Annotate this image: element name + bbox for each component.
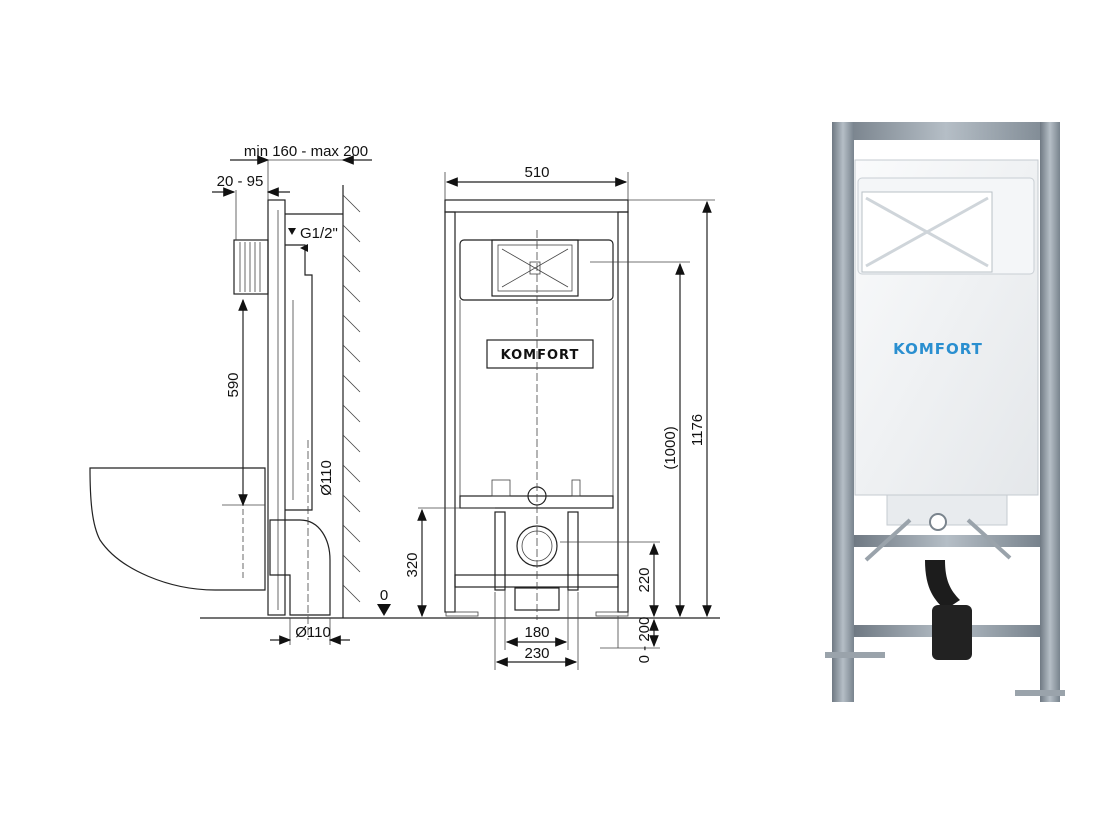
cistern-side <box>285 244 313 511</box>
product-photo: KOMFORT <box>825 122 1065 702</box>
frame-profile <box>267 199 286 616</box>
side-view: min 160 - max 200 20 - 95 G1/2" 590 Ø110… <box>89 143 720 645</box>
bowl-mount-rail <box>459 495 614 509</box>
dim-230: 230 <box>524 645 549 662</box>
dim-180: 180 <box>524 624 549 641</box>
dim-flush-height: (1000) <box>662 426 679 469</box>
flush-opening <box>491 239 579 297</box>
photo-top-rail <box>832 122 1060 140</box>
dim-wall-distance: min 160 - max 200 <box>244 143 368 160</box>
photo-left-post <box>832 122 854 702</box>
photo-brand-label: KOMFORT <box>893 340 983 358</box>
photo-drain-elbow <box>925 560 960 610</box>
floor-level-label: 0 <box>380 587 388 604</box>
front-brand-label: KOMFORT <box>501 348 580 363</box>
floor-level-icon <box>377 604 391 616</box>
wall-hatch <box>342 185 361 618</box>
dim-total-height: 1176 <box>689 414 706 446</box>
dim-220: 220 <box>636 567 653 592</box>
left-post <box>444 211 456 613</box>
front-brand-box <box>486 339 594 369</box>
dim-flush-plate: 20 - 95 <box>217 173 264 190</box>
drain-elbow <box>269 519 331 616</box>
water-inlet-label: G1/2" <box>300 225 338 242</box>
dim-leg-adjust: 0 - 200 <box>636 617 653 664</box>
pipe-diameter-bottom: Ø110 <box>295 624 331 641</box>
wall-hung-toilet <box>89 467 266 591</box>
dim-590: 590 <box>225 372 242 397</box>
pipe-diameter-vertical: Ø110 <box>318 460 335 496</box>
right-post <box>617 211 629 613</box>
dim-320: 320 <box>404 552 421 577</box>
top-rail <box>444 199 629 213</box>
front-view: KOMFORT 510 (1000) 1176 320 220 0 - <box>404 164 715 670</box>
dim-width: 510 <box>524 164 549 181</box>
flush-plate-side <box>233 239 269 295</box>
photo-right-post <box>1040 122 1060 702</box>
bottom-rail <box>454 574 619 588</box>
inlet-arrow-icon <box>288 228 296 235</box>
